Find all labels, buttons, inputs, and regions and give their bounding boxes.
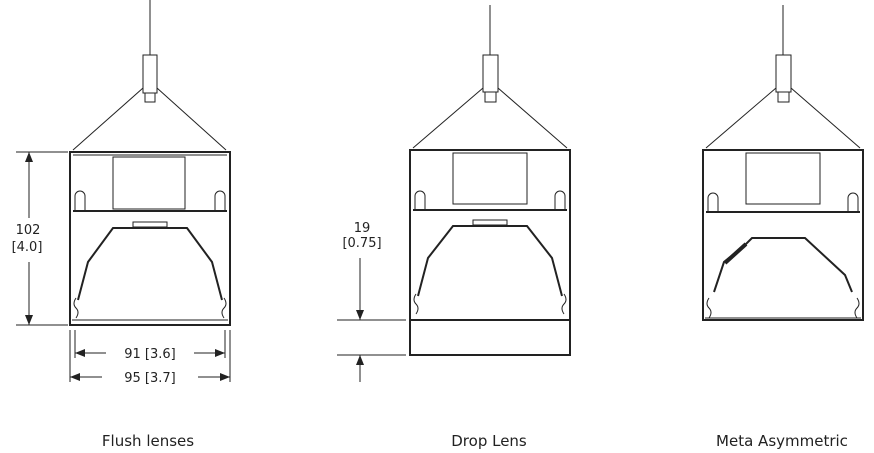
aircraft-cable-right <box>790 87 861 149</box>
canopy-connector <box>482 54 499 93</box>
fixture-drop: 19 [0.75] Drop Lens <box>337 5 571 450</box>
drop-lens-skirt <box>409 320 571 356</box>
connector-collar <box>484 91 497 103</box>
inner-width: 91 [3.6] <box>124 347 176 362</box>
lens-hook-left <box>706 297 712 319</box>
height-mm: 102 <box>16 223 41 238</box>
caption-meta: Meta Asymmetric <box>716 432 848 450</box>
outer-width: 95 [3.7] <box>124 371 176 386</box>
clip-left <box>707 192 719 211</box>
caption-drop: Drop Lens <box>451 432 527 450</box>
fixture-meta: Meta Asymmetric <box>702 5 864 450</box>
driver-box <box>452 152 528 205</box>
clip-left <box>74 190 86 210</box>
asymmetric-reflector <box>713 237 853 293</box>
aircraft-cable-left <box>412 87 484 149</box>
flush-lens <box>77 227 223 301</box>
aircraft-cable-left <box>705 87 777 149</box>
height-in: [4.0] <box>12 240 43 255</box>
clip-right <box>554 190 566 209</box>
lens-hook-right <box>221 297 227 319</box>
lens-hook-right <box>561 293 567 315</box>
housing <box>69 151 231 326</box>
drop-mm: 19 <box>354 221 371 236</box>
caption-flush: Flush lenses <box>102 432 194 450</box>
lens-hook-right <box>854 297 860 319</box>
clip-right <box>847 192 859 211</box>
driver-box <box>112 156 186 210</box>
connector-collar <box>777 91 790 103</box>
clip-left <box>414 190 426 209</box>
led-board <box>132 221 168 228</box>
drop-in: [0.75] <box>342 236 381 251</box>
housing <box>702 149 864 321</box>
driver-box <box>745 152 821 205</box>
drop-lens <box>417 225 563 297</box>
fixture-flush: 102 [4.0] 91 [3.6] 95 [3.7] Flush lenses <box>12 0 231 450</box>
led-board <box>472 219 508 226</box>
aircraft-cable-left <box>72 87 144 151</box>
canopy-connector <box>775 54 792 93</box>
aircraft-cable-right <box>156 87 227 151</box>
lens-hook-left <box>413 293 419 315</box>
housing <box>409 149 571 321</box>
aircraft-cable-right <box>497 87 568 149</box>
lens-hook-left <box>73 297 79 319</box>
connector-collar <box>144 92 156 103</box>
clip-right <box>214 190 226 210</box>
canopy-connector <box>142 54 158 94</box>
